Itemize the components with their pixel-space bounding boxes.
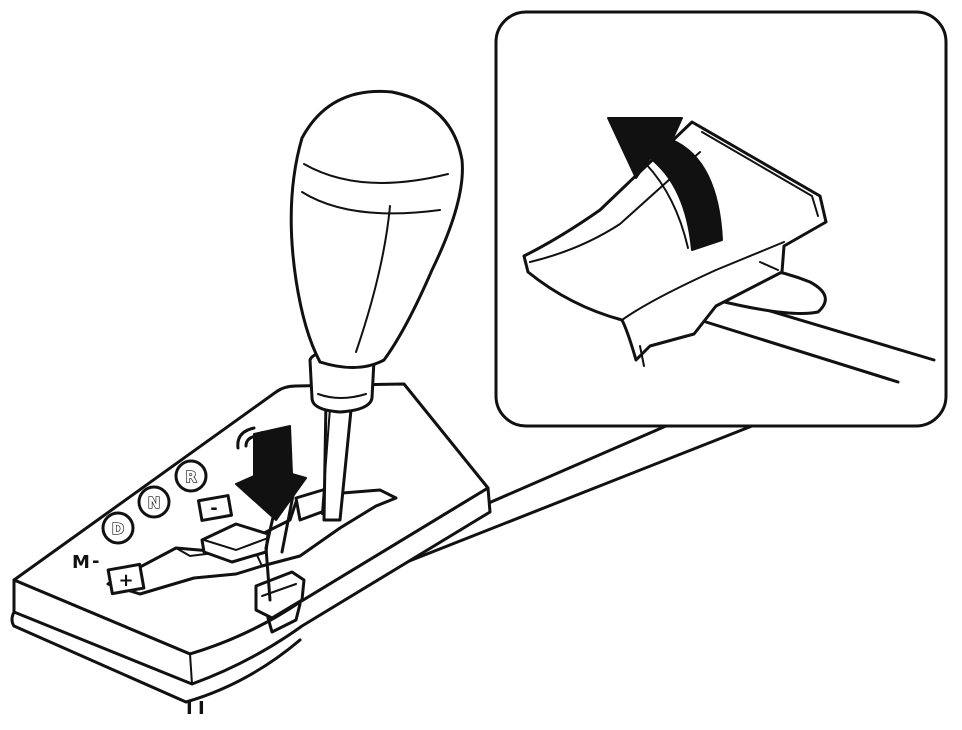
lift-up-curved-arrow-icon	[607, 117, 723, 251]
detail-cover-tab	[522, 120, 936, 384]
press-down-arrow-icon	[235, 425, 307, 521]
part-mark-1: I	[186, 698, 193, 719]
minus-label: -	[196, 494, 234, 522]
manual-mode-label: M	[72, 552, 90, 573]
plus-label: +	[106, 562, 146, 596]
manual-minus-label: -	[92, 551, 99, 572]
gear-label-r: R	[174, 459, 208, 493]
svg-text:N: N	[148, 494, 161, 512]
svg-text:R: R	[185, 468, 197, 486]
svg-text:-: -	[210, 498, 217, 519]
part-mark-2: I	[198, 698, 205, 719]
gear-label-d: D	[101, 511, 135, 545]
gear-label-n: N	[137, 485, 171, 519]
svg-text:+: +	[118, 570, 133, 591]
svg-text:D: D	[112, 520, 124, 538]
shift-knob	[289, 89, 464, 414]
